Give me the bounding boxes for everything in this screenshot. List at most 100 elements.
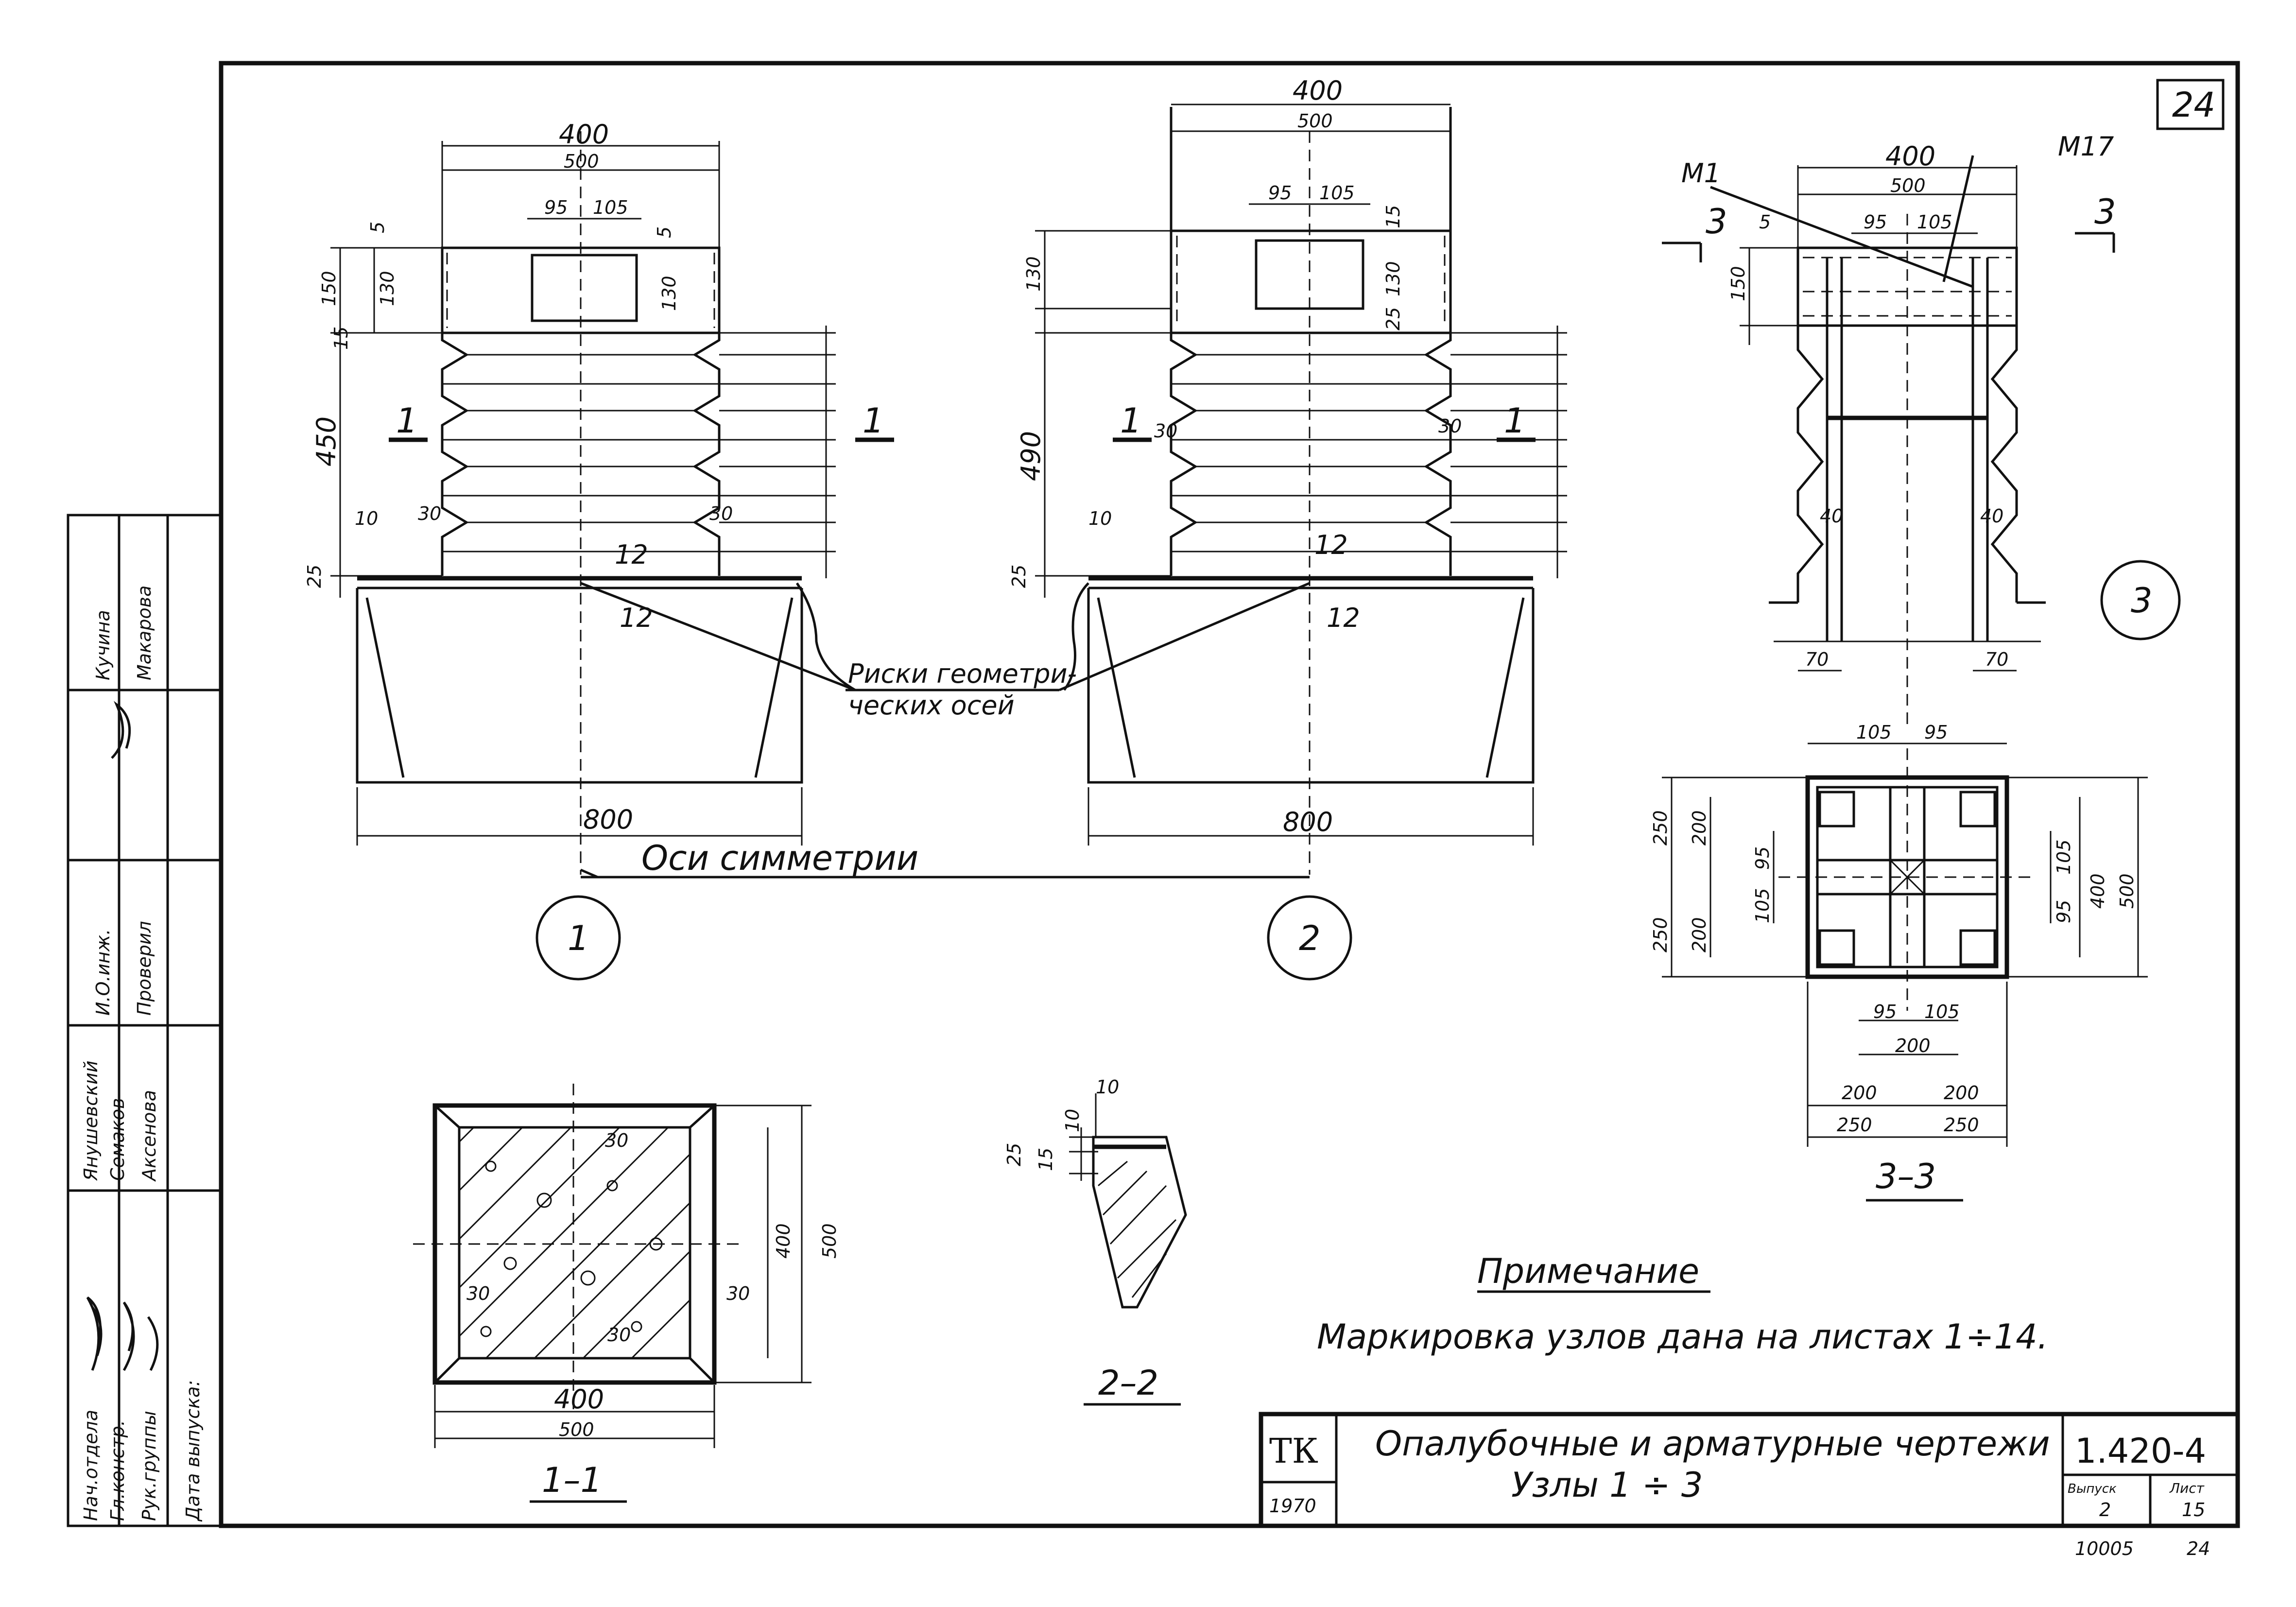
s33-dim-400-r: 400 <box>2087 873 2108 909</box>
s11-dim-30-left: 30 <box>466 1283 490 1304</box>
stamp-sign-1: Проверил <box>134 921 155 1016</box>
node1-dim-95: 95 <box>544 197 568 218</box>
node2-dim-12a: 12 <box>1314 530 1348 560</box>
node2-dim-400: 400 <box>1293 75 1343 106</box>
s33-dim-500-r: 500 <box>2116 873 2138 909</box>
drawing-frame <box>219 61 2240 1528</box>
node3-dim-5: 5 <box>1759 211 1771 233</box>
node2-dim-10: 10 <box>1088 508 1112 529</box>
stamp-code: 1.420-4 <box>2075 1431 2206 1471</box>
node2-dim-30b: 30 <box>1438 415 1462 437</box>
node-2-number: 2 <box>1299 918 1321 958</box>
node-2-circle <box>1267 895 1352 981</box>
node1-dim-30a: 30 <box>418 503 441 524</box>
node-1-circle <box>535 895 621 981</box>
s11-dim-400-b: 400 <box>554 1384 604 1415</box>
node3-dim-40b: 40 <box>1980 505 2003 527</box>
node1-dim-150: 150 <box>318 271 340 306</box>
s33-dim-95-bot: 95 <box>1873 1001 1897 1022</box>
axis-symmetry-label: Оси симметрии <box>641 838 918 878</box>
s11-dim-500-b: 500 <box>559 1419 594 1440</box>
node1-dim-25: 25 <box>304 565 325 588</box>
node2-dim-30a: 30 <box>1154 420 1177 442</box>
stamp-name2-0: Кучина <box>92 610 114 680</box>
s11-dim-30-bot: 30 <box>607 1324 631 1346</box>
stamp-role-0: Нач.отдела <box>80 1410 102 1521</box>
node1-dim-5b: 5 <box>654 226 675 238</box>
s33-dim-200b: 200 <box>1944 1082 1979 1104</box>
s22-dim-10: 10 <box>1062 1109 1083 1132</box>
note-text: Маркировка узлов дана на листах 1÷14. <box>1317 1317 2048 1357</box>
stamp-role-2: Рук.группы <box>138 1411 160 1521</box>
left-stamp: Кучина Макарова И.О.инж. Проверил Янушев… <box>67 514 223 1527</box>
node3-dim-70b: 70 <box>1985 649 2008 670</box>
node-1-number: 1 <box>568 918 589 958</box>
org-code: ТК <box>1269 1431 1318 1471</box>
node1-dim-450: 450 <box>311 416 342 467</box>
node1-dim-500: 500 <box>564 151 599 172</box>
sheet-label: Лист <box>2169 1480 2205 1496</box>
node1-dim-130b: 130 <box>658 276 680 311</box>
archive-number: 10005 <box>2075 1538 2134 1559</box>
node3-dim-400: 400 <box>1885 141 1935 172</box>
node1-dim-12a: 12 <box>615 539 648 570</box>
s33-dim-250-l1: 250 <box>1650 810 1671 846</box>
s33-dim-250a: 250 <box>1837 1114 1872 1136</box>
node2-dim-500: 500 <box>1297 110 1333 132</box>
s33-dim-105-bot: 105 <box>1924 1001 1960 1022</box>
s33-dim-105-l: 105 <box>1752 888 1773 923</box>
s11-dim-400-r: 400 <box>773 1223 794 1259</box>
sheet-number: 24 <box>2172 85 2215 125</box>
signature-2 <box>122 1301 135 1371</box>
node1-dim-800: 800 <box>583 804 633 835</box>
sheet-number-box <box>2156 79 2225 130</box>
title-line1: Опалубочные и арматурные чертежи <box>1375 1424 2050 1464</box>
s33-dim-250-l2: 250 <box>1650 917 1671 952</box>
node-1-elevation <box>330 131 894 875</box>
mark-m1: M1 <box>1681 158 1721 189</box>
section-1-1 <box>413 1084 811 1448</box>
node2-dim-12b: 12 <box>1327 603 1360 633</box>
node-3-elevation <box>1662 155 2115 729</box>
node-3-circle <box>2100 560 2181 640</box>
s11-dim-500-r: 500 <box>819 1223 840 1259</box>
s33-dim-105-r: 105 <box>2053 839 2074 875</box>
s33-dim-200a: 200 <box>1842 1082 1877 1104</box>
node2-dim-490: 490 <box>1016 431 1046 481</box>
s33-dim-95-r: 95 <box>2053 900 2074 923</box>
mark-m17: M17 <box>2058 131 2114 162</box>
sheet-value: 15 <box>2182 1499 2205 1521</box>
cut-3-left: 3 <box>1706 202 1727 242</box>
node3-dim-95: 95 <box>1864 211 1887 233</box>
node-2-elevation <box>1035 104 1567 875</box>
risk-label-1: Риски геометри- <box>848 658 1077 689</box>
node1-dim-5a: 5 <box>367 222 388 233</box>
s33-dim-200-mid: 200 <box>1895 1035 1931 1056</box>
s11-dim-30-right: 30 <box>726 1283 750 1304</box>
node1-dim-12b: 12 <box>620 603 653 633</box>
node1-dim-400: 400 <box>559 119 609 150</box>
node2-cut-right: 1 <box>1504 401 1526 441</box>
archive-sheet: 24 <box>2187 1538 2210 1559</box>
node2-cut-left: 1 <box>1120 401 1142 441</box>
s11-dim-30-top: 30 <box>605 1130 628 1151</box>
issue-value: 2 <box>2099 1499 2111 1521</box>
node2-dim-800: 800 <box>1283 807 1333 837</box>
section-1-1-label: 1–1 <box>542 1460 602 1500</box>
node2-dim-105: 105 <box>1319 182 1355 204</box>
node1-dim-130a: 130 <box>377 271 398 306</box>
node1-cut-left: 1 <box>396 401 418 441</box>
node1-dim-30b: 30 <box>709 503 733 524</box>
stamp-name-1: Семаков <box>107 1098 128 1181</box>
title-block <box>1259 1412 2240 1528</box>
node3-dim-150: 150 <box>1727 266 1749 301</box>
cut-3-right: 3 <box>2094 192 2116 232</box>
s33-dim-95-top: 95 <box>1924 722 1948 743</box>
risk-label-2: ческих осей <box>848 690 1015 721</box>
stamp-role-1: Гл.констр. <box>107 1420 128 1521</box>
stamp-name2-1: Макарова <box>134 586 155 680</box>
s33-dim-200-l2: 200 <box>1689 917 1710 952</box>
node1-cut-right: 1 <box>863 401 884 441</box>
node3-dim-40a: 40 <box>1820 505 1843 527</box>
